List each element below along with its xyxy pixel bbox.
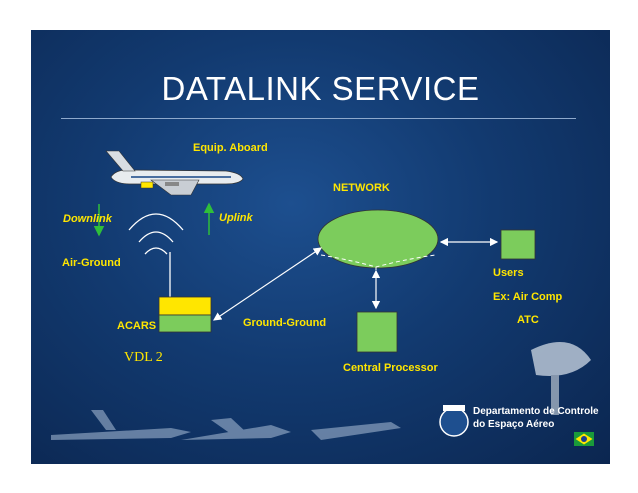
slide: DATALINK SERVICE Equip. Aboard NETWORK D… [31,30,610,464]
decea-emblem-icon [439,405,469,437]
ground-ground-link [213,247,322,321]
logo-text: Departamento de Controle do Espaço Aéreo [473,405,599,431]
central-processor-label: Central Processor [343,362,438,374]
network-cloud [317,209,439,269]
users-label: Users [493,267,524,279]
radio-waves-icon [128,213,184,255]
atc-label: ATC [517,314,539,326]
acars-yellow-block [158,296,212,316]
vdl2-label: VDL 2 [124,350,163,365]
acars-label: ACARS [117,320,157,332]
acars-green-block [158,314,212,333]
aircraft-silhouettes-decoration [51,410,401,440]
radar-dish-icon [531,342,591,415]
airplane-icon [105,150,244,196]
brazil-flag-icon [574,432,594,446]
ex-air-comp-label: Ex: Air Comp [493,291,563,303]
logo-line1: Departamento de Controle [473,406,599,417]
uplink-label: Uplink [219,212,253,224]
page-title: DATALINK SERVICE [161,70,480,107]
network-label: NETWORK [333,182,390,194]
equip-aboard-label: Equip. Aboard [193,142,268,154]
central-processor-box [356,311,398,353]
logo-line2: do Espaço Aéreo [473,419,555,430]
title-divider [61,118,576,119]
air-ground-label: Air-Ground [62,257,121,269]
ground-ground-label: Ground-Ground [243,317,327,329]
users-box [500,229,536,260]
diagram-canvas [51,150,591,440]
downlink-label: Downlink [63,213,112,225]
